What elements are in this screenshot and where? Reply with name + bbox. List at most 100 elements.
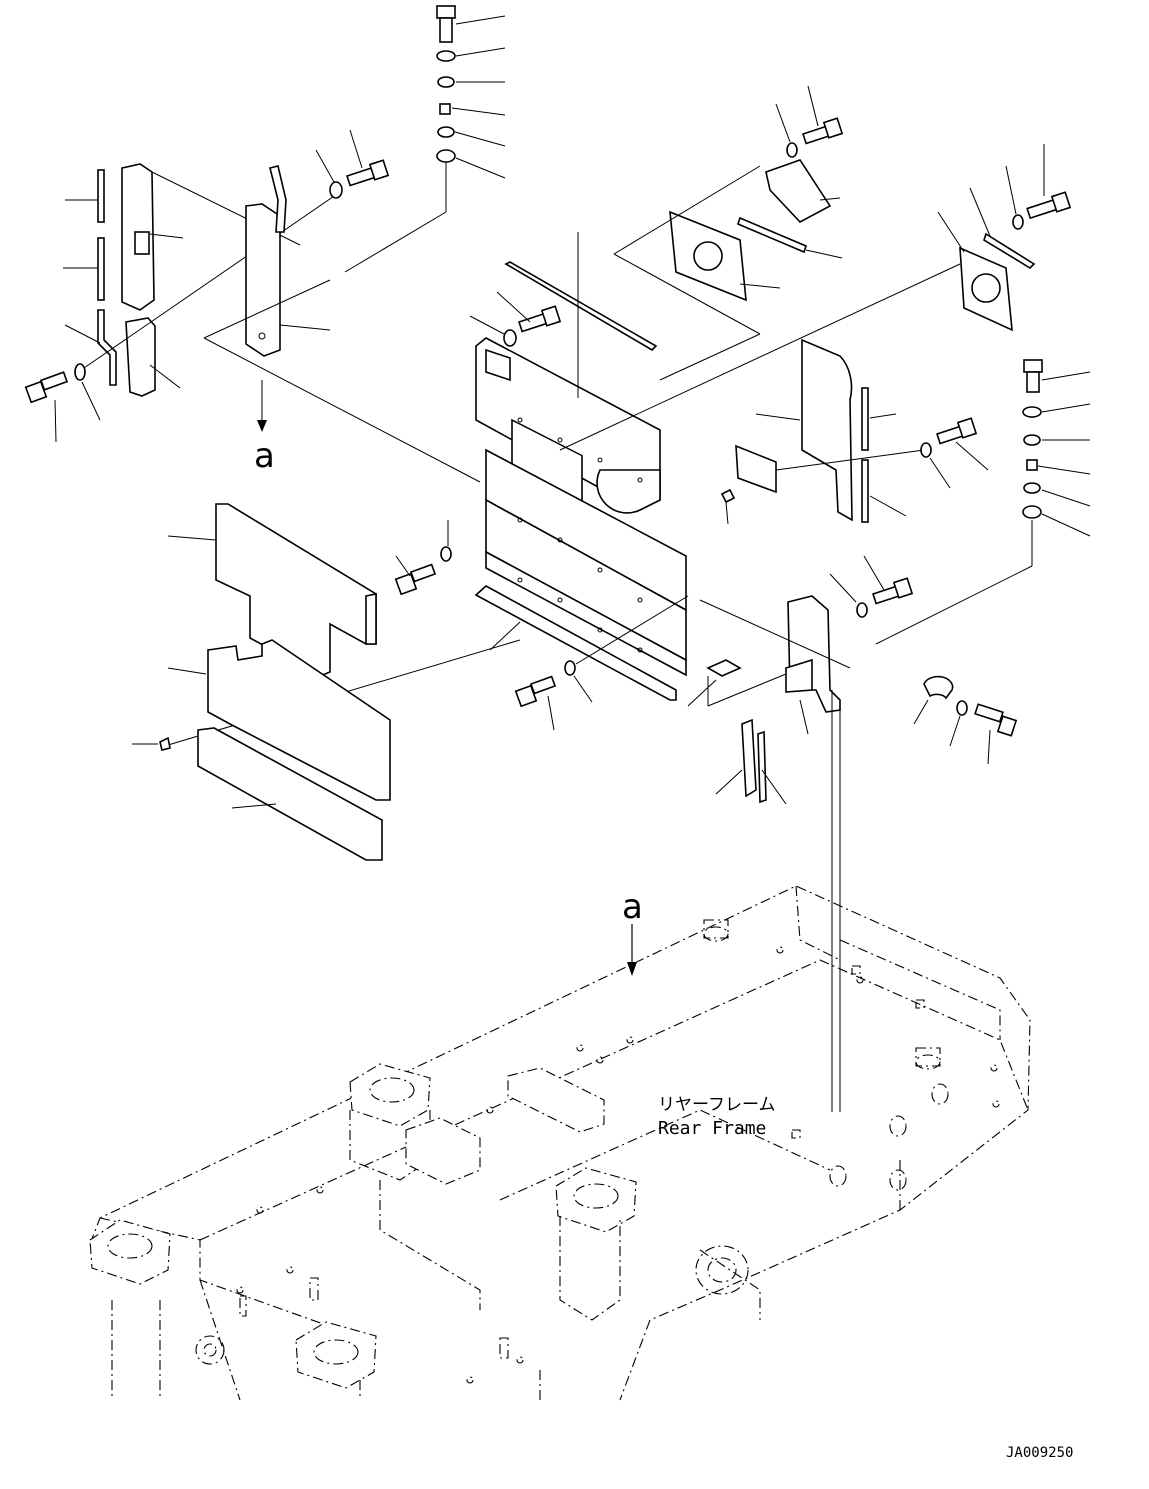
- frame-label-en: Rear Frame: [658, 1118, 766, 1139]
- drawing-number: JA009250: [1006, 1445, 1073, 1461]
- long-rod: [504, 232, 658, 398]
- view-marker-top: a: [254, 436, 275, 476]
- nut: [439, 103, 451, 115]
- upper-left-small-bolt: [315, 129, 390, 199]
- washer: [786, 142, 798, 158]
- left-bolt-group: [24, 191, 341, 443]
- nut: [1026, 459, 1038, 471]
- top-center-fastener-stack: [344, 5, 506, 273]
- bracket-base: [785, 658, 813, 693]
- top-right-cover: [613, 159, 843, 381]
- bolt-head: [368, 159, 390, 181]
- clip: [134, 231, 150, 255]
- left-foam-pads: [132, 503, 391, 861]
- bottom-angle: [474, 585, 677, 701]
- frame-mount-pad: [89, 1219, 171, 1285]
- main-center-panel: [474, 337, 687, 701]
- cover-plate-vertical: [245, 203, 281, 357]
- washer: [436, 50, 456, 62]
- half-cover: [765, 159, 832, 223]
- washer: [74, 363, 86, 381]
- view-arrow-bottom: [627, 924, 637, 976]
- side-bracket-lower: [125, 317, 156, 397]
- rod: [504, 261, 658, 352]
- foam-block: [735, 444, 777, 494]
- bolt-shank: [409, 563, 437, 583]
- washer: [437, 76, 455, 88]
- rear-frame: [89, 885, 1031, 1401]
- foam-pad-upper: [215, 503, 377, 677]
- right-fastener-stack: [875, 359, 1091, 645]
- washer: [329, 181, 343, 199]
- bolt-head: [540, 305, 562, 327]
- bolt-head: [822, 117, 844, 139]
- bolt-head: [956, 417, 978, 439]
- label-plate: [485, 348, 511, 382]
- flange-hole: [971, 273, 1001, 303]
- flange-hole: [693, 241, 723, 271]
- right-lower-bracket: [687, 555, 1018, 1112]
- washer: [1023, 434, 1041, 446]
- frame-crossmember-bracket: [507, 1067, 605, 1133]
- vertical-strip: [757, 730, 767, 804]
- bolt-shank: [974, 703, 1004, 723]
- side-bracket: [801, 338, 853, 522]
- right-mid-bolt: [920, 417, 989, 489]
- left-top-strips: [63, 163, 301, 397]
- bolt-head: [436, 5, 456, 19]
- center-upper-bolt: [469, 291, 562, 347]
- washer: [1023, 482, 1041, 494]
- foam-pad-middle: [207, 639, 391, 801]
- washer: [503, 329, 517, 347]
- bolt-shank: [936, 425, 964, 445]
- bolt-shank: [39, 371, 69, 391]
- frame-label-jp: リヤーフレーム: [658, 1095, 775, 1115]
- washer: [956, 700, 968, 716]
- frame-bracket: [405, 1117, 481, 1185]
- rubber-strip: [861, 387, 869, 451]
- bolt-shank: [1026, 371, 1040, 393]
- frame-label: リヤーフレーム Rear Frame: [658, 1095, 775, 1139]
- right-side-bracket: [720, 338, 925, 525]
- frame-mount-pad: [349, 1063, 431, 1127]
- strap: [983, 232, 1036, 270]
- rubber-strip: [97, 237, 105, 301]
- top-right-bolt: [775, 85, 844, 158]
- bolt-shank: [346, 166, 376, 187]
- bolt-shank: [1026, 198, 1058, 220]
- bolt-shank: [529, 675, 557, 695]
- vertical-strip: [741, 718, 757, 798]
- center-side-bolts: [394, 520, 689, 731]
- bolt-head: [1050, 191, 1072, 213]
- bolt-shank: [802, 125, 830, 145]
- pipe: [269, 165, 287, 233]
- foam-pad-lower: [197, 727, 383, 861]
- grommet: [720, 488, 736, 504]
- washer: [1022, 505, 1042, 519]
- frame-mount-pad: [295, 1321, 377, 1389]
- bolt-head: [1023, 359, 1043, 373]
- panel-lower-b: [485, 550, 687, 677]
- bolt-shank: [439, 17, 453, 43]
- bolt-shank: [518, 312, 548, 333]
- washer: [437, 126, 455, 138]
- frame-mount-pad: [555, 1167, 637, 1233]
- washer: [920, 442, 932, 458]
- arrow-head: [257, 420, 267, 432]
- bolt-head: [996, 715, 1018, 737]
- washer: [564, 660, 576, 676]
- washer: [856, 602, 868, 618]
- grommet: [159, 736, 171, 751]
- rubber-strip: [861, 459, 869, 523]
- bolt-head: [892, 577, 914, 599]
- washer: [436, 149, 456, 163]
- clamp: [923, 675, 954, 700]
- upper-left-plate: [245, 165, 331, 432]
- view-marker-bottom: a: [622, 887, 643, 927]
- foam-pad-upper-edge: [365, 593, 377, 645]
- washer: [1012, 214, 1024, 230]
- far-right-flange: [559, 144, 1072, 451]
- clip: [706, 659, 742, 677]
- washer: [440, 546, 452, 562]
